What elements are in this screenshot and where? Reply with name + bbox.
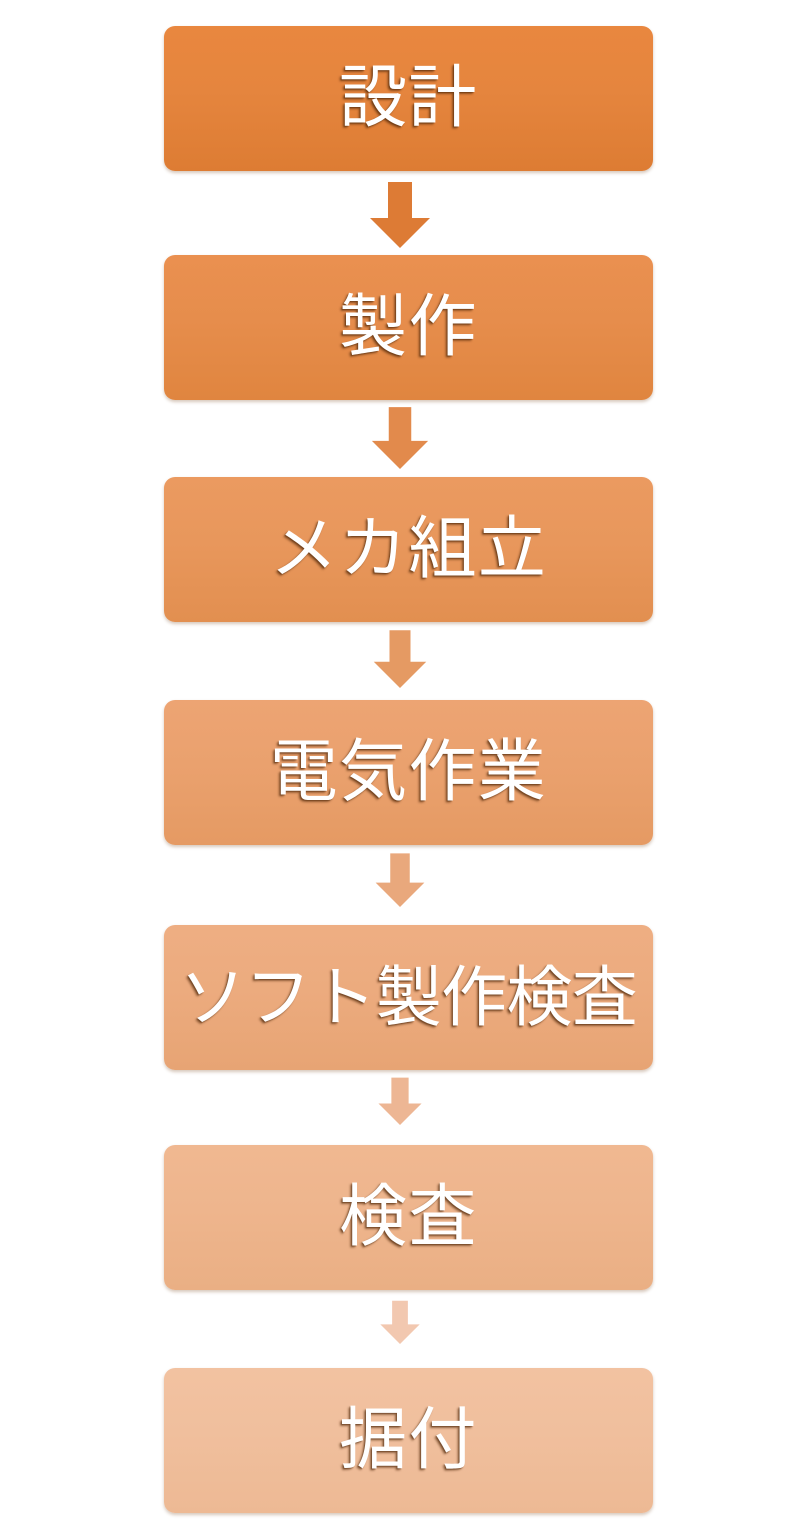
process-step-4[interactable]: 電気作業 xyxy=(164,700,653,845)
arrow-down-shape xyxy=(375,853,425,907)
flow-arrow-down-icon-5 xyxy=(377,1076,423,1128)
arrow-polygon xyxy=(378,1077,422,1125)
process-step-5[interactable]: ソフト製作検査 xyxy=(164,925,653,1070)
flow-arrow-down-icon-6 xyxy=(379,1299,421,1347)
process-step-label: メカ組立 xyxy=(269,509,548,589)
arrow-down-shape xyxy=(378,1077,422,1125)
arrow-polygon xyxy=(373,630,427,688)
process-step-label: 据付 xyxy=(339,1400,478,1480)
arrow-down-shape xyxy=(373,630,427,688)
process-step-6[interactable]: 検査 xyxy=(164,1145,653,1290)
arrow-down-shape xyxy=(370,182,430,248)
process-step-label: 検査 xyxy=(339,1177,478,1257)
process-step-label: 設計 xyxy=(339,58,478,138)
process-step-3[interactable]: メカ組立 xyxy=(164,477,653,622)
arrow-polygon xyxy=(375,853,425,907)
process-step-2[interactable]: 製作 xyxy=(164,255,653,400)
process-step-7[interactable]: 据付 xyxy=(164,1368,653,1513)
arrow-down-shape xyxy=(371,407,429,469)
arrow-polygon xyxy=(371,407,429,469)
flow-arrow-down-icon-3 xyxy=(372,630,428,690)
process-step-1[interactable]: 設計 xyxy=(164,26,653,171)
flow-arrow-down-icon-2 xyxy=(370,407,430,471)
process-step-label: 製作 xyxy=(339,287,478,367)
flow-arrow-down-icon-1 xyxy=(368,182,432,250)
flow-arrow-down-icon-4 xyxy=(374,853,426,909)
arrow-down-shape xyxy=(380,1300,420,1344)
process-step-label: ソフト製作検査 xyxy=(179,958,638,1036)
arrow-polygon xyxy=(370,182,430,248)
process-step-label: 電気作業 xyxy=(269,732,548,812)
arrow-polygon xyxy=(380,1300,420,1344)
